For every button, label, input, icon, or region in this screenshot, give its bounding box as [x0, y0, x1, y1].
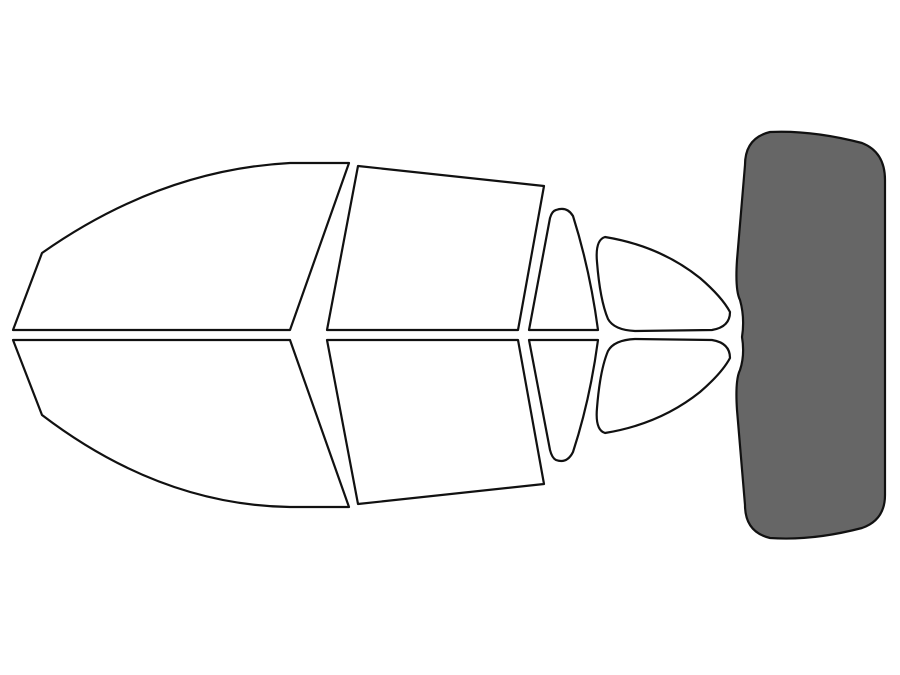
rear-vent-window-lower[interactable] — [527, 338, 600, 463]
back-window[interactable] — [735, 130, 887, 540]
windshield-lower-half[interactable] — [11, 338, 351, 509]
windshield-upper-half[interactable] — [11, 161, 351, 332]
quarter-window-upper[interactable] — [595, 235, 732, 333]
rear-vent-window-upper[interactable] — [527, 207, 600, 332]
front-door-window-lower[interactable] — [325, 338, 546, 506]
front-door-window-upper[interactable] — [325, 164, 546, 332]
quarter-window-lower[interactable] — [595, 337, 732, 435]
